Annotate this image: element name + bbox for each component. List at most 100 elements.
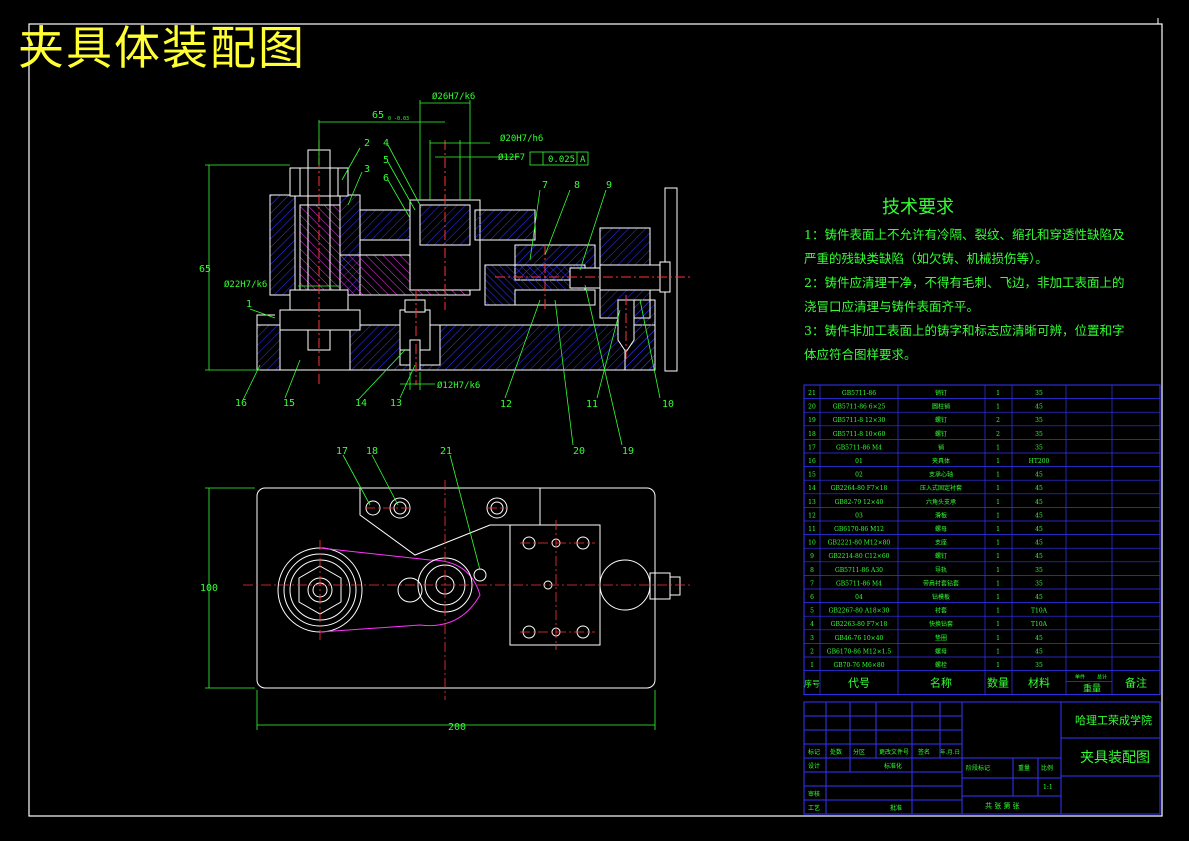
requirement-line: 体应符合图样要求。 <box>804 347 917 362</box>
parts-table-cell: GB2214-80 C12×60 <box>829 553 890 560</box>
parts-table-cell: 4 <box>810 621 814 628</box>
parts-table-cell: 02 <box>855 472 863 479</box>
parts-table-cell: 夹具体 <box>932 457 950 465</box>
parts-table-cell: 螺母 <box>935 647 947 655</box>
parts-table-cell: 1 <box>996 608 1000 615</box>
parts-table-cell: 20 <box>808 404 816 411</box>
parts-table-cell: GB5711-86 A30 <box>835 567 883 574</box>
parts-table-header-single: 单件 <box>1075 674 1085 681</box>
parts-table-cell: 03 <box>855 512 863 519</box>
parts-table-cell: GB5711-86 M4 <box>836 444 882 451</box>
balloon-2: 2 <box>364 138 370 149</box>
geom-tolerance-ref: A <box>580 155 586 165</box>
tb-label-sheets: 共 张 第 张 <box>985 801 1020 810</box>
parts-table-cell: 销钉 <box>935 389 947 397</box>
parts-table-cell: 2 <box>996 417 1000 424</box>
parts-table-cell: 1 <box>996 458 1000 465</box>
parts-table-cell: 16 <box>808 458 816 465</box>
balloon-17: 17 <box>336 446 348 457</box>
parts-table-cell: 18 <box>808 431 816 438</box>
parts-table-cell: 2 <box>810 648 814 655</box>
parts-table-cell: 35 <box>1035 580 1043 587</box>
balloon-15: 15 <box>283 398 295 409</box>
balloon-12: 12 <box>500 399 512 410</box>
parts-table-cell: 45 <box>1035 540 1043 547</box>
plan-centerlines <box>243 480 690 700</box>
parts-table-cell: GB5711-8 10×60 <box>833 431 886 438</box>
balloon-18: 18 <box>366 446 378 457</box>
balloon-20: 20 <box>573 446 585 457</box>
parts-table-cell: 1 <box>996 526 1000 533</box>
dim-100: 100 <box>200 583 218 594</box>
balloon-14: 14 <box>355 398 367 409</box>
dim-d12b: Ø12H7/k6 <box>437 380 480 391</box>
parts-table-cell: 1 <box>996 444 1000 451</box>
parts-table-cell: 六角头支承 <box>926 498 956 506</box>
plan-view <box>256 487 681 689</box>
drawing-title: 夹具体装配图 <box>18 21 306 75</box>
parts-table-cell: GB5711-86 6×25 <box>833 404 886 411</box>
parts-table-header-total: 总计 <box>1097 674 1107 681</box>
parts-table-cell: 35 <box>1035 444 1043 451</box>
parts-table-cell: 1 <box>996 499 1000 506</box>
parts-table-cell: 1 <box>996 472 1000 479</box>
parts-table-cell: 14 <box>808 485 816 492</box>
dim-d12: Ø12F7 <box>498 152 525 163</box>
dim-d22: Ø22H7/k6 <box>224 279 267 290</box>
balloon-21: 21 <box>440 446 452 457</box>
balloon-4: 4 <box>383 138 389 149</box>
parts-table-border <box>803 384 1161 696</box>
parts-table-cell: GB70-76 M6×80 <box>833 662 884 669</box>
parts-table-cell: 35 <box>1035 567 1043 574</box>
parts-table-cell: 35 <box>1035 431 1043 438</box>
parts-table-cell: 销 <box>938 443 944 451</box>
parts-table-header: 代号 <box>848 677 870 690</box>
parts-table-cell: 11 <box>808 526 816 533</box>
parts-table-cell: 垫圈 <box>935 634 947 642</box>
parts-table-cell: 04 <box>855 594 863 601</box>
balloon-8: 8 <box>574 180 580 191</box>
balloon-6: 6 <box>383 173 389 184</box>
parts-table-cell: 圆柱销 <box>932 403 950 411</box>
requirement-line: 严重的残缺类缺陷（如欠铸、机械损伤等）。 <box>804 251 1048 266</box>
parts-table-header: 材料 <box>1028 676 1050 690</box>
parts-table-cell: GB5711-86 <box>842 390 876 397</box>
balloon-5: 5 <box>383 155 389 166</box>
parts-table-header: 序号 <box>804 679 820 689</box>
balloon-13: 13 <box>390 398 402 409</box>
parts-table-cell: 45 <box>1035 635 1043 642</box>
tb-label-docnum: 更改文件号 <box>879 748 909 756</box>
parts-table-cell: 1 <box>996 390 1000 397</box>
parts-table-cell: 1 <box>996 621 1000 628</box>
parts-table-cell: GB2267-80 A18×30 <box>829 608 890 615</box>
section-view <box>256 140 690 385</box>
title-drawing-name: 夹具装配图 <box>1080 750 1150 766</box>
parts-table-cell: 1 <box>996 404 1000 411</box>
parts-table-header: 备注 <box>1125 676 1147 690</box>
parts-table-cell: GB2263-80 F7×18 <box>831 621 888 628</box>
requirements-title: 技术要求 <box>882 197 954 218</box>
parts-table-cell: T10A <box>1031 621 1048 628</box>
parts-table-cell: GB5711-8 12×30 <box>833 417 886 424</box>
parts-table-cell: 带肩衬套钻套 <box>923 579 959 587</box>
dim-65-tolerance: 0 -0.03 <box>388 116 409 122</box>
parts-table-cell: 1 <box>996 540 1000 547</box>
parts-table-cell: GB6170-86 M12×1.5 <box>827 648 892 655</box>
balloon-10: 10 <box>662 399 674 410</box>
parts-table-cell: 35 <box>1035 417 1043 424</box>
parts-table-cell: GB6170-86 M12 <box>834 526 884 533</box>
parts-table-cell: 1 <box>996 580 1000 587</box>
parts-table-cell: 35 <box>1035 662 1043 669</box>
balloon-7: 7 <box>542 180 548 191</box>
requirement-line: 浇冒口应清理与铸件表面齐平。 <box>804 299 980 314</box>
parts-table-cell: 45 <box>1035 526 1043 533</box>
parts-table-cell: 6 <box>810 594 814 601</box>
requirement-line: 1：铸件表面上不允许有冷隔、裂纹、缩孔和穿透性缺陷及 <box>804 227 1125 242</box>
parts-table-cell: GB2221-80 M12×80 <box>828 540 891 547</box>
parts-table-cell: 45 <box>1035 472 1043 479</box>
parts-table-cell: 1 <box>996 594 1000 601</box>
dim-d20: Ø20H7/h6 <box>500 133 543 144</box>
parts-table-header: 名称 <box>930 676 952 690</box>
